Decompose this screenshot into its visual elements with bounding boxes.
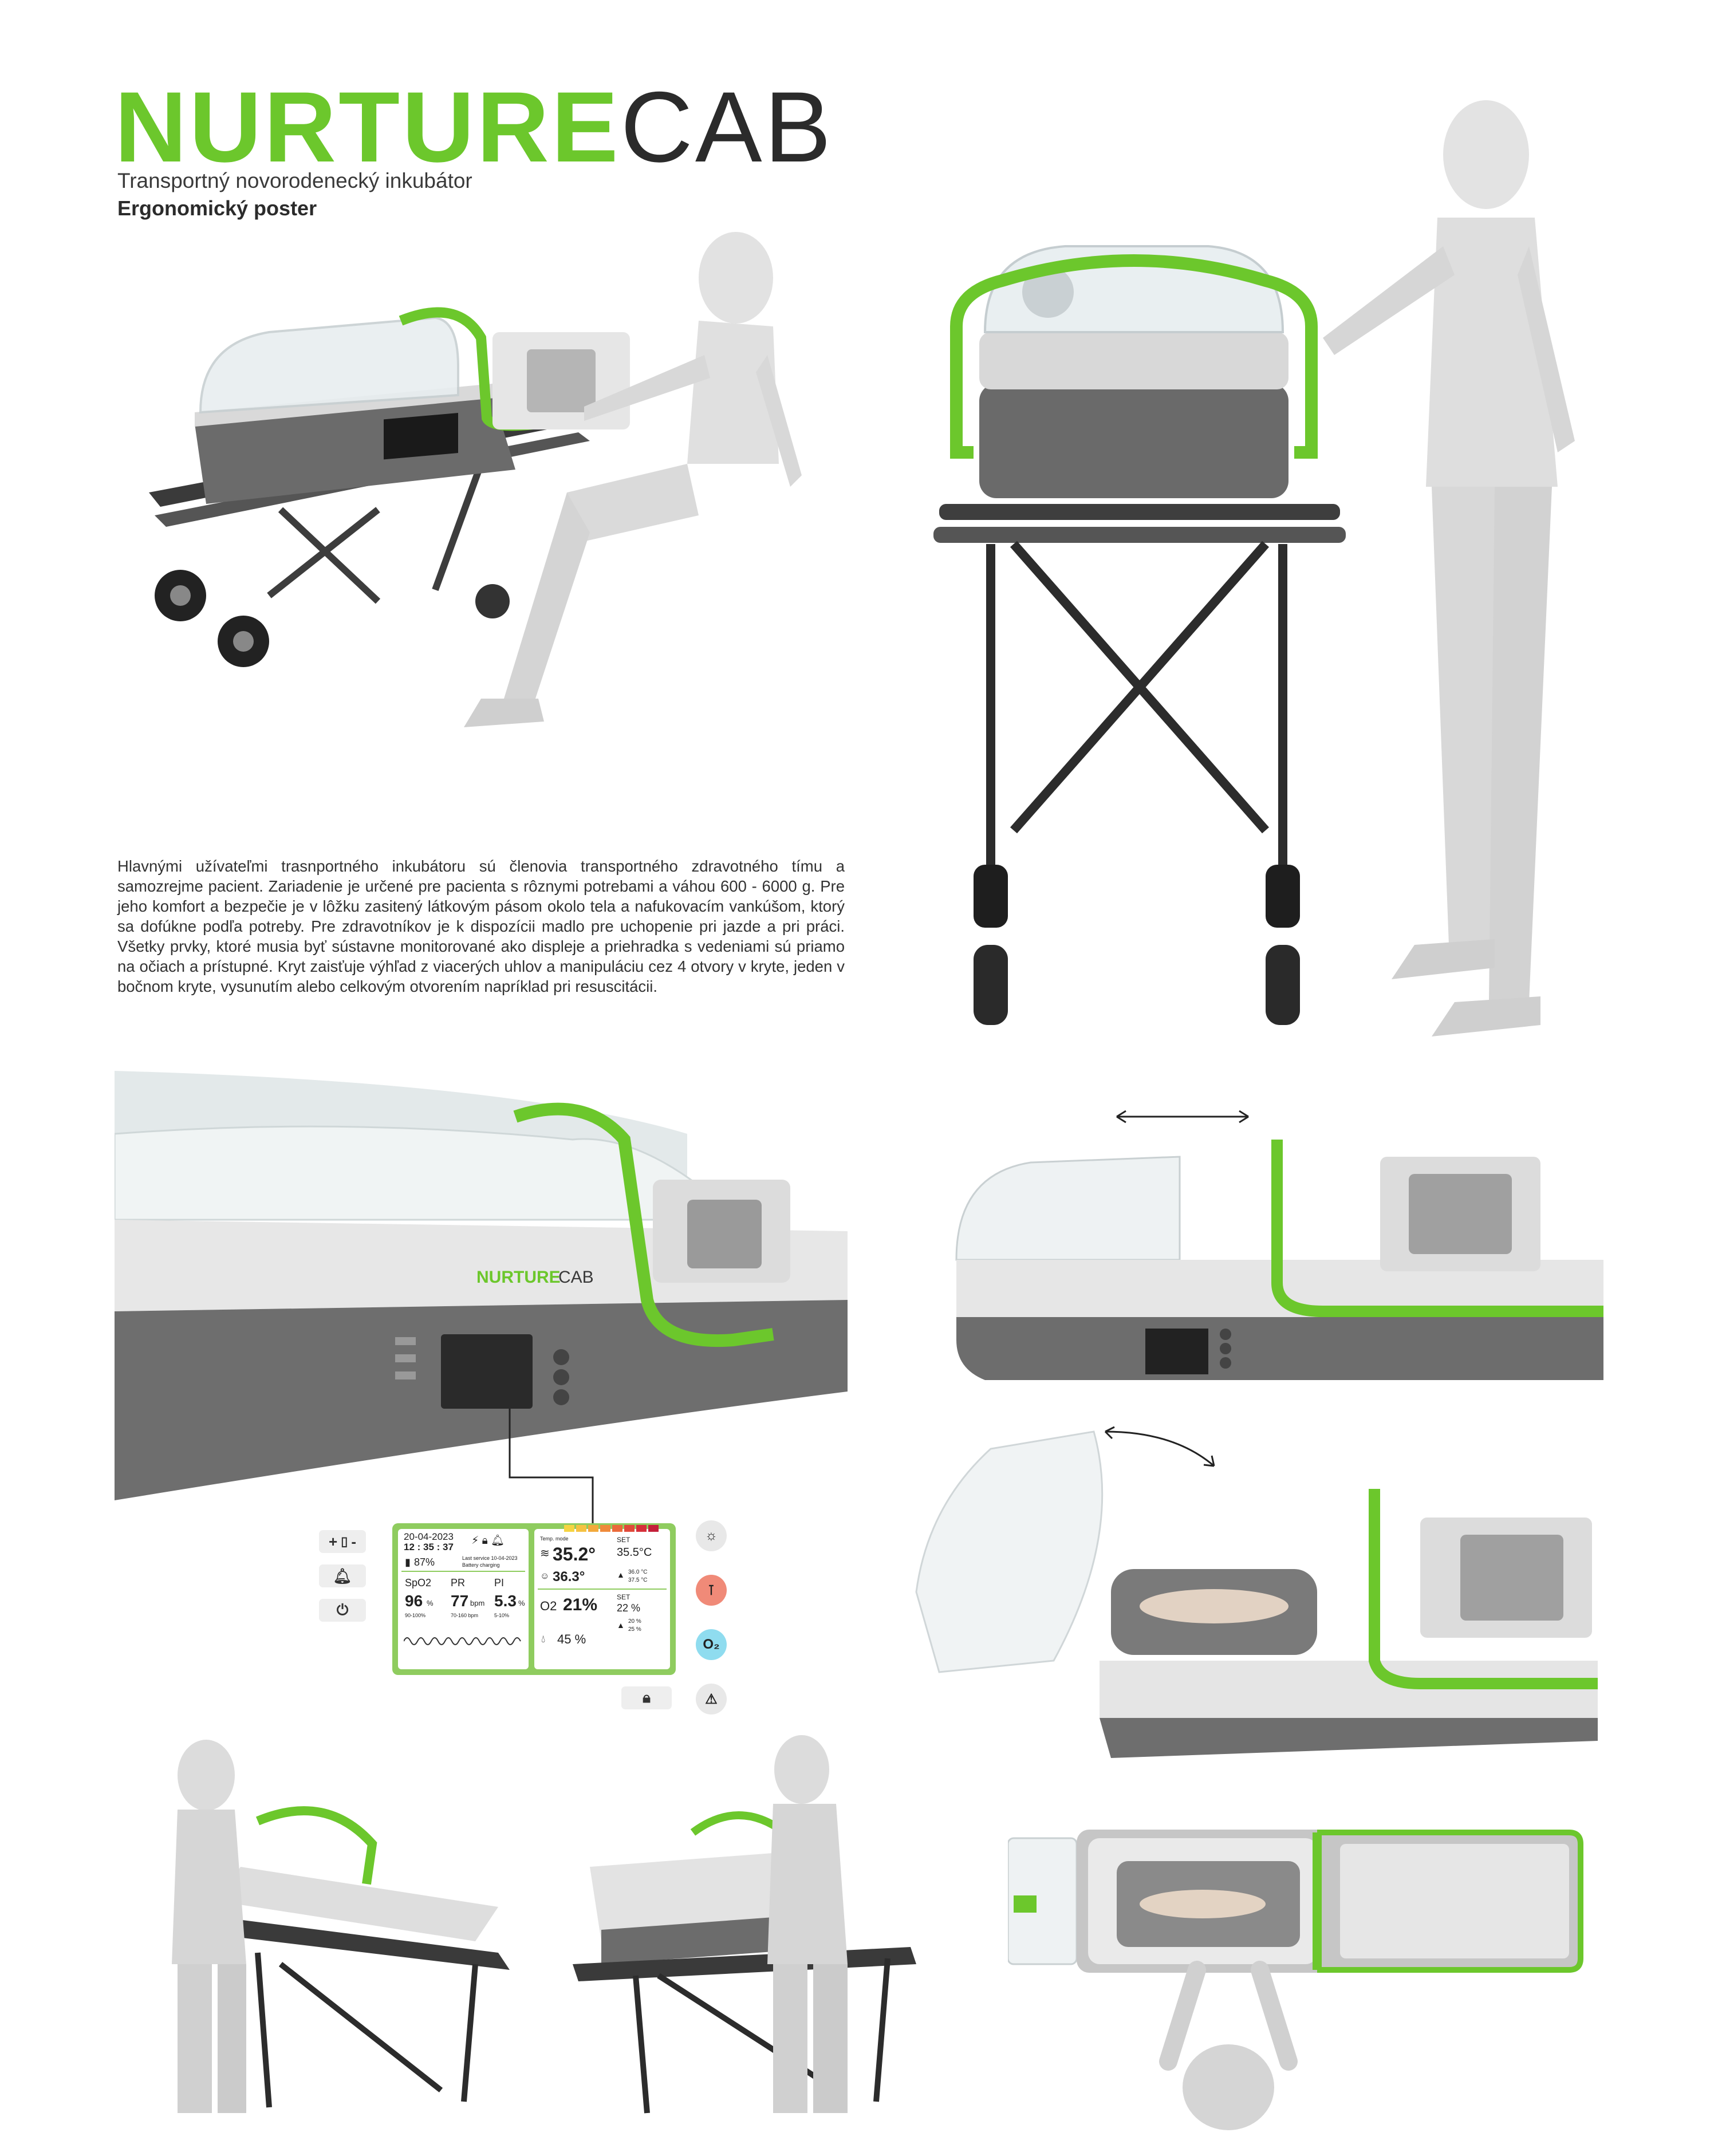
pi-unit: % [518,1599,525,1607]
last-service: Last service 10-04-2023 [462,1555,518,1561]
temperature-button[interactable]: ⊺ [696,1575,727,1606]
description-text: Hlavnými užívateľmi trasnportného inkubá… [117,857,845,995]
pr-value: 77 [451,1592,469,1610]
air-temp-value: 35.2° [553,1544,596,1564]
time-label: 12 : 35 : 37 [404,1542,454,1552]
spo2-value: 96 [405,1592,423,1610]
oxygen-button[interactable]: O₂ [696,1629,727,1660]
level-bar [564,1525,659,1532]
power-button[interactable]: ⏻ [319,1599,366,1622]
date-label: 20-04-2023 [404,1531,454,1542]
vitals-column: 20-04-2023 12 : 35 : 37 ⚡︎ 🔒︎ 🔔︎ ▮ 87% L… [398,1529,529,1669]
render-standing-trolley [933,100,1575,1036]
minus-label: - [351,1532,356,1550]
render-seated-stretcher [149,232,802,727]
battery-icon: ▮ [405,1556,411,1568]
environment-column: Temp. mode SET ≋ 35.2° 35.5°C ☺︎ 36.3° ▲… [534,1525,670,1669]
o2-range-2: 25 % [628,1626,641,1633]
set-temp-value: 35.5°C [617,1546,652,1559]
light-button[interactable]: ☼ [696,1520,727,1551]
o2-set-label: SET [617,1593,631,1601]
lock-icon: 🔒︎ [643,1689,651,1706]
render-sliding-cover [955,1110,1603,1380]
bell-status-icon: 🔔︎ [491,1535,505,1547]
o2-set-value: 22 % [617,1602,641,1614]
rotate-arrow [1105,1430,1215,1467]
battery-level: 87% [414,1556,435,1568]
plug-icon: ⚡︎ [471,1535,479,1547]
level-segment-8 [648,1525,659,1532]
power-icon: ⏻ [336,1601,349,1618]
level-segment-5 [612,1525,622,1532]
thermometer-icon: ⊺ [707,1582,715,1598]
level-segment-6 [624,1525,635,1532]
pr-range: 70-160 bpm [451,1613,479,1618]
humidity-value: 45 % [557,1632,586,1646]
title-cab: CAB [620,72,834,183]
render-bottom-center-mannequin [573,1735,916,2114]
thermometer-icon: ▯ [341,1534,348,1548]
subtitle-poster-type: Ergonomický poster [117,196,317,220]
poster-title: NURTURECAB [115,77,833,178]
level-segment-7 [636,1525,647,1532]
pi-value: 5.3 [494,1592,517,1610]
level-segment-2 [576,1525,586,1532]
lock-icon: 🔒︎ [482,1535,488,1547]
render-device-closeup: NURTURE CAB [115,1071,848,1523]
render-bottom-left-mannequin [172,1740,510,2113]
subtitle: Transportný novorodenecký inkubátor [117,169,472,192]
pi-range: 5-10% [494,1613,510,1618]
warning-icon: ⚠ [705,1691,718,1707]
title-nurture: NURTURE [115,72,621,183]
level-segment-3 [588,1525,598,1532]
temp-range-icon: ▲ [617,1570,625,1579]
monitor-display: 20-04-2023 12 : 35 : 37 ⚡︎ 🔒︎ 🔔︎ ▮ 87% L… [392,1523,676,1675]
battery-status: Battery charging [462,1562,500,1568]
temp-adjust-button[interactable]: + ▯ - [319,1530,366,1553]
alarm-warning-button[interactable]: ⚠ [696,1684,727,1714]
o2-value: 21% [563,1595,598,1614]
status-icons: ⚡︎ 🔒︎ 🔔︎ [471,1534,505,1547]
heater-icon: ≋ [540,1547,550,1560]
lock-button[interactable]: 🔒︎ [621,1686,672,1709]
oxygen-icon: O₂ [703,1637,720,1652]
o2-range-1: 20 % [628,1618,641,1625]
temp-range-low: 37.5 °C [628,1577,648,1583]
spo2-unit: % [427,1599,434,1607]
o2-range-icon: ▲ [617,1621,625,1630]
plus-label: + [329,1532,338,1550]
light-bulb-icon: ☼ [705,1528,718,1543]
temp-mode-label: Temp. mode [540,1536,569,1542]
device-brand-label-part2: CAB [558,1268,594,1287]
o2-label: O2 [540,1599,557,1613]
spo2-label: SpO2 [405,1577,432,1589]
baby-icon: ☺︎ [540,1571,550,1581]
alarm-button[interactable]: 🔔︎ [319,1564,366,1587]
level-segment-1 [564,1525,574,1532]
render-top-view [1008,1830,1583,2130]
pr-unit: bpm [470,1599,485,1607]
skin-temp-value: 36.3° [553,1569,585,1585]
pr-label: PR [451,1577,466,1589]
temp-set-label: SET [617,1536,631,1544]
render-opened-cover [915,1426,1598,1758]
spo2-range: 90-100% [405,1613,426,1618]
pi-label: PI [494,1577,505,1589]
device-brand-label-part1: NURTURE [476,1268,561,1287]
pleth-waveform [404,1637,521,1645]
temp-range-high: 36.0 °C [628,1569,648,1575]
humidity-icon: 💧︎ [541,1633,546,1645]
bell-icon: 🔔︎ [333,1567,352,1585]
level-segment-4 [600,1525,610,1532]
